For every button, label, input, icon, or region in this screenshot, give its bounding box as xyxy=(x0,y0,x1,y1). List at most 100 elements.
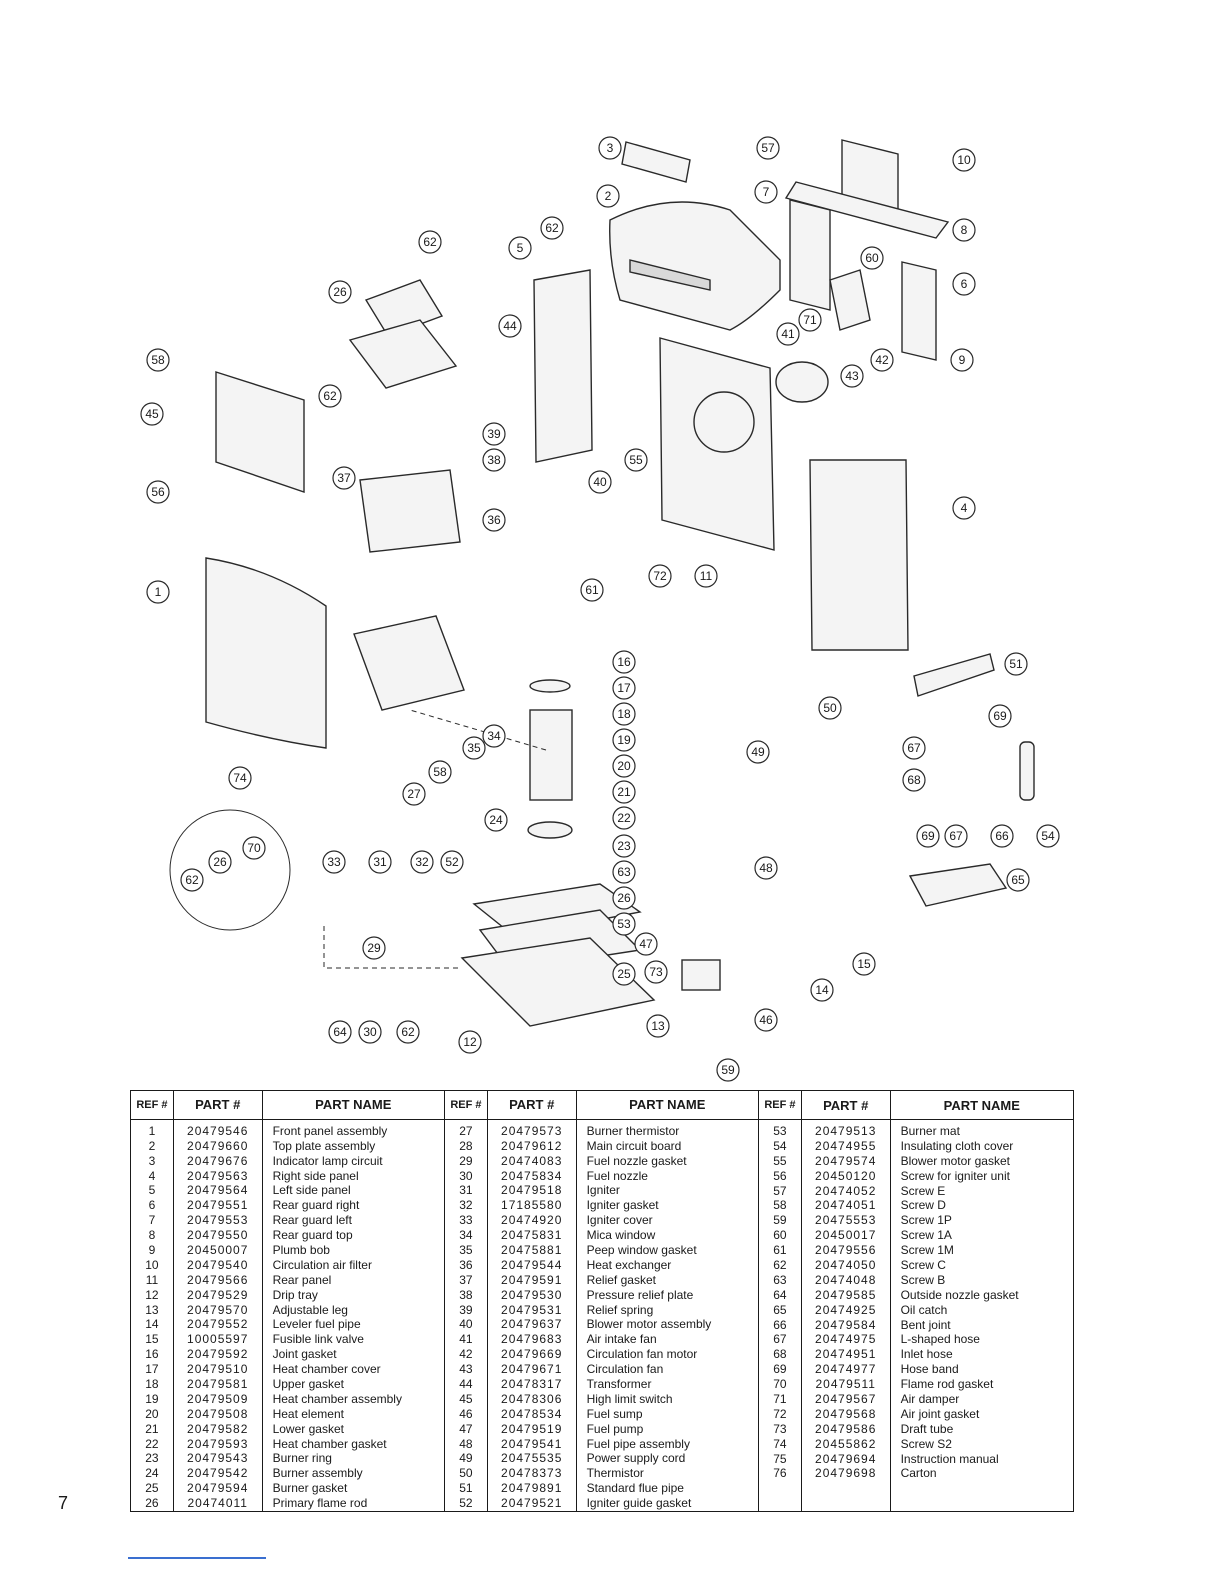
callout-40: 40 xyxy=(588,470,612,494)
svg-text:26: 26 xyxy=(213,855,227,869)
table-cell: 11 xyxy=(145,1272,159,1287)
callout-69a: 69 xyxy=(988,704,1012,728)
table-cell: 46 xyxy=(459,1406,473,1421)
svg-text:42: 42 xyxy=(875,353,889,367)
svg-text:19: 19 xyxy=(617,733,631,747)
callout-68: 68 xyxy=(902,768,926,792)
callout-38: 38 xyxy=(482,448,506,472)
table-cell: Oil catch xyxy=(900,1302,948,1317)
table-cell: Adjustable leg xyxy=(272,1302,348,1317)
svg-text:27: 27 xyxy=(407,787,421,801)
table-cell: 20475831 xyxy=(501,1228,563,1243)
table-cell: Drip tray xyxy=(272,1287,318,1302)
part-name-header: PART NAME xyxy=(576,1091,758,1120)
table-cell: 20479568 xyxy=(815,1406,877,1421)
svg-text:48: 48 xyxy=(759,861,773,875)
table-cell: Screw C xyxy=(900,1258,946,1273)
table-cell: Pressure relief plate xyxy=(586,1287,694,1302)
table-cell: Screw 1P xyxy=(900,1213,952,1228)
svg-text:49: 49 xyxy=(751,745,765,759)
svg-text:33: 33 xyxy=(327,855,341,869)
table-cell: 39 xyxy=(459,1302,473,1317)
table-cell: Draft tube xyxy=(900,1421,954,1436)
svg-text:62: 62 xyxy=(185,873,199,887)
table-cell: Circulation fan motor xyxy=(586,1347,698,1362)
table-cell: 17185580 xyxy=(501,1198,563,1213)
table-cell: 20479563 xyxy=(187,1168,249,1183)
svg-text:3: 3 xyxy=(607,141,614,155)
table-cell: Indicator lamp circuit xyxy=(272,1153,383,1168)
table-cell: 36 xyxy=(459,1257,473,1272)
table-cell: 20479542 xyxy=(187,1466,249,1481)
table-cell: 32 xyxy=(459,1198,473,1213)
table-cell: 20479513 xyxy=(815,1124,877,1138)
detail-inset xyxy=(169,809,291,931)
table-cell: 12 xyxy=(145,1287,159,1302)
table-cell: Joint gasket xyxy=(272,1347,337,1362)
callout-29: 29 xyxy=(362,936,386,960)
svg-text:38: 38 xyxy=(487,453,501,467)
table-cell: 9 xyxy=(148,1242,156,1257)
callout-52: 52 xyxy=(440,850,464,874)
table-cell: Screw 1M xyxy=(900,1243,954,1258)
svg-text:46: 46 xyxy=(759,1013,773,1027)
table-cell: 20475834 xyxy=(501,1168,563,1183)
svg-text:13: 13 xyxy=(651,1019,665,1033)
table-cell: 20479660 xyxy=(187,1138,249,1153)
table-cell: 7 xyxy=(148,1213,156,1228)
table-cell: 68 xyxy=(773,1347,787,1362)
table-cell: Standard flue pipe xyxy=(586,1481,684,1496)
table-cell: 66 xyxy=(773,1317,787,1332)
table-cell: 8 xyxy=(148,1228,156,1243)
callout-71: 71 xyxy=(798,308,822,332)
table-cell: 20478373 xyxy=(501,1466,563,1481)
svg-text:8: 8 xyxy=(961,223,968,237)
svg-text:67: 67 xyxy=(949,829,963,843)
part-number-header: PART # xyxy=(801,1091,890,1120)
callout-62d: 62 xyxy=(180,868,204,892)
svg-text:1: 1 xyxy=(155,585,162,599)
table-cell: Lower gasket xyxy=(272,1421,344,1436)
callout-26c: 26 xyxy=(612,886,636,910)
table-cell: 20479584 xyxy=(815,1317,877,1332)
callout-19: 19 xyxy=(612,728,636,752)
table-cell: 54 xyxy=(773,1138,787,1153)
callout-55: 55 xyxy=(624,448,648,472)
table-cell: 20479594 xyxy=(187,1481,249,1496)
table-cell: 20474977 xyxy=(815,1362,877,1377)
table-cell: Instruction manual xyxy=(900,1451,999,1466)
callout-74: 74 xyxy=(228,766,252,790)
table-cell: 20479637 xyxy=(501,1317,563,1332)
table-cell: 20479581 xyxy=(187,1376,249,1391)
callout-48: 48 xyxy=(754,856,778,880)
part-name-header: PART NAME xyxy=(262,1091,444,1120)
callout-61: 61 xyxy=(580,578,604,602)
table-cell: 52 xyxy=(459,1496,473,1511)
callout-26b: 26 xyxy=(208,850,232,874)
callout-67b: 67 xyxy=(944,824,968,848)
table-cell: 20 xyxy=(145,1406,159,1421)
rear-guard-left xyxy=(789,199,831,311)
table-cell: 45 xyxy=(459,1391,473,1406)
table-cell: 14 xyxy=(145,1317,159,1332)
table-cell: Plumb bob xyxy=(272,1242,330,1257)
table-cell: Right side panel xyxy=(272,1168,359,1183)
svg-text:26: 26 xyxy=(333,285,347,299)
table-cell: Rear guard top xyxy=(272,1228,353,1243)
drip-tray xyxy=(460,937,656,1027)
table-cell: Screw B xyxy=(900,1272,946,1287)
table-cell: 48 xyxy=(459,1436,473,1451)
svg-text:17: 17 xyxy=(617,681,631,695)
callout-8: 8 xyxy=(952,218,976,242)
table-cell: 20474920 xyxy=(501,1213,563,1228)
table-cell: 20474048 xyxy=(815,1272,877,1287)
table-cell: Flame rod gasket xyxy=(900,1377,994,1392)
svg-text:43: 43 xyxy=(845,369,859,383)
table-cell: Blower motor gasket xyxy=(900,1153,1010,1168)
table-cell: 21 xyxy=(145,1421,159,1436)
table-cell: Burner ring xyxy=(272,1451,332,1466)
